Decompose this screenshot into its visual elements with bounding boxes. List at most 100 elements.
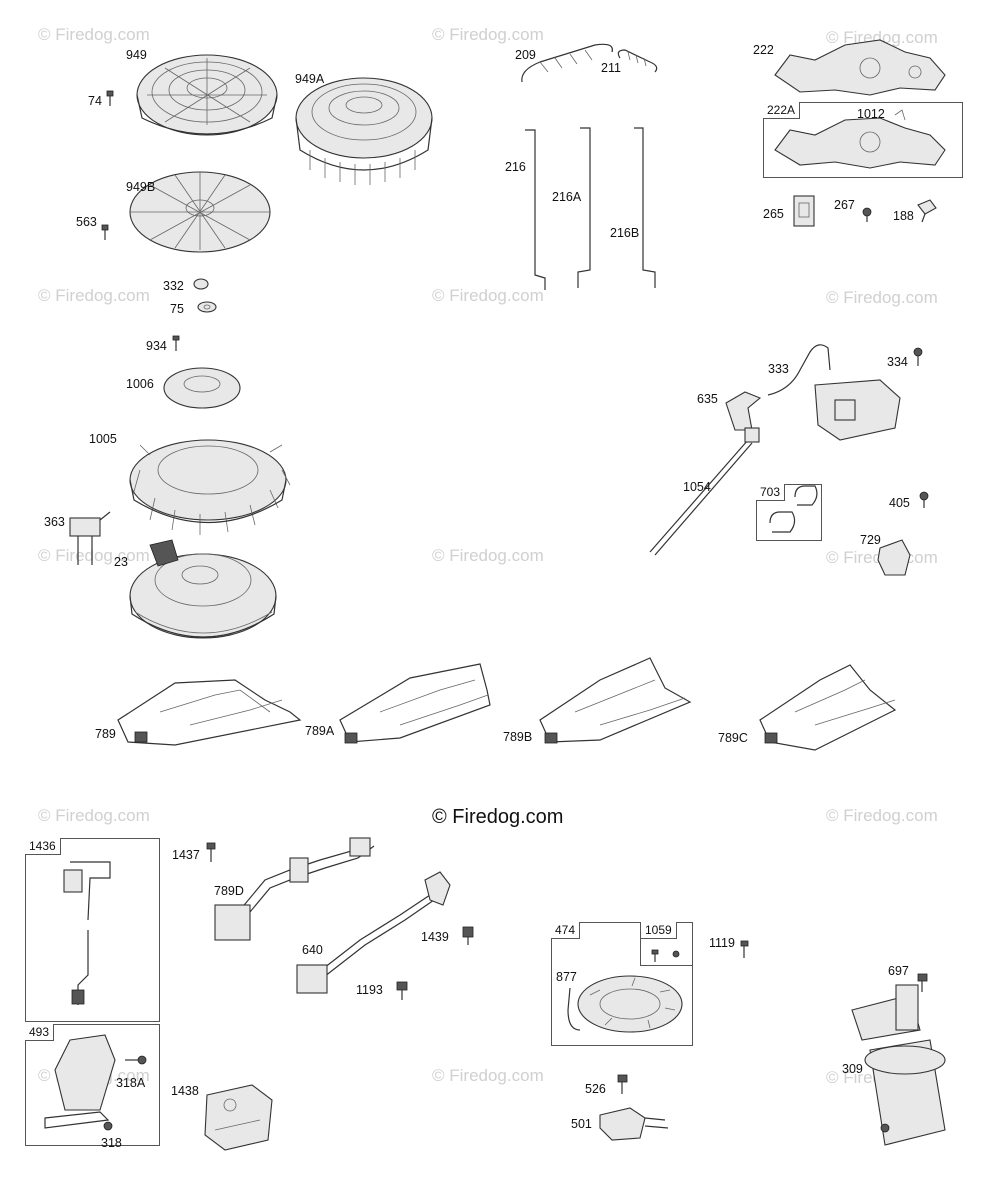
watermark: © Firedog.com — [38, 546, 150, 565]
part-318-illustration — [103, 1121, 113, 1131]
part-697-illustration — [917, 973, 928, 992]
part-label-1119: 1119 — [709, 936, 735, 950]
part-216B-illustration — [634, 127, 656, 288]
part-1193-illustration — [396, 981, 408, 1000]
part-label-1439: 1439 — [421, 930, 449, 944]
part-334-illustration — [913, 347, 923, 366]
part-label-635: 635 — [697, 392, 718, 406]
part-211-illustration — [617, 49, 658, 73]
part-label-1437: 1437 — [172, 848, 200, 862]
part-23-illustration — [129, 539, 277, 639]
part-1438-illustration — [204, 1084, 273, 1151]
part-label-949B: 949B — [126, 180, 156, 194]
part-729-illustration — [877, 539, 911, 576]
part-74-illustration — [106, 90, 114, 106]
part-label-789B: 789B — [503, 730, 533, 744]
part-label-216A: 216A — [552, 190, 582, 204]
part-332-illustration — [193, 278, 209, 290]
part-label-74: 74 — [88, 94, 102, 108]
part-label-211: 211 — [601, 61, 621, 75]
part-789-illustration — [117, 679, 302, 746]
part-label-318: 318 — [101, 1136, 122, 1150]
part-label-363: 363 — [44, 515, 65, 529]
part-label-1438: 1438 — [171, 1084, 199, 1098]
part-1436-illustration — [63, 861, 111, 1005]
part-789D-illustration — [214, 837, 375, 941]
watermark: © Firedog.com — [826, 806, 938, 825]
copyright-text: © Firedog.com — [432, 806, 564, 828]
part-405-illustration — [919, 491, 929, 508]
part-label-640: 640 — [302, 943, 323, 957]
part-label-75: 75 — [170, 302, 184, 316]
part-box-222A — [763, 102, 963, 178]
part-1054-illustration — [649, 427, 760, 556]
box-label-1436: 1436 — [25, 838, 61, 855]
part-640-illustration — [296, 871, 451, 994]
part-318A-illustration — [125, 1055, 147, 1065]
box-label-703: 703 — [756, 484, 786, 501]
part-label-216B: 216B — [610, 226, 640, 240]
watermark: © Firedog.com — [432, 546, 544, 565]
part-label-188: 188 — [893, 209, 914, 223]
part-949A-illustration — [295, 77, 433, 185]
part-label-334: 334 — [887, 355, 908, 369]
part-1119-illustration — [740, 940, 749, 958]
part-label-222: 222 — [753, 43, 774, 57]
part-label-1012: 1012 — [857, 107, 885, 121]
part-label-1006: 1006 — [126, 377, 154, 391]
part-501-illustration — [599, 1107, 669, 1141]
part-box-493 — [25, 1024, 160, 1146]
part-75-illustration — [197, 301, 217, 313]
part-703-illustration — [769, 485, 818, 533]
watermark: © Firedog.com — [38, 806, 150, 825]
part-box-474 — [551, 922, 693, 1046]
part-934-illustration — [172, 335, 180, 351]
part-label-789C: 789C — [718, 731, 748, 745]
part-label-526: 526 — [585, 1082, 606, 1096]
part-label-697: 697 — [888, 964, 909, 978]
watermark: © Firedog.com — [432, 25, 544, 44]
part-label-332: 332 — [163, 279, 184, 293]
part-label-318A: 318A — [116, 1076, 146, 1090]
part-label-877: 877 — [556, 970, 577, 984]
watermark: © Firedog.com — [432, 1066, 544, 1085]
part-789A-illustration — [339, 663, 491, 744]
part-333-illustration — [767, 344, 901, 441]
part-label-789D: 789D — [214, 884, 244, 898]
part-label-934: 934 — [146, 339, 167, 353]
part-949B-illustration — [129, 171, 271, 253]
part-309-illustration — [851, 984, 946, 1146]
part-label-501: 501 — [571, 1117, 592, 1131]
part-216-illustration — [525, 129, 546, 290]
part-label-1005: 1005 — [89, 432, 117, 446]
box-label-222A: 222A — [763, 102, 801, 119]
part-label-267: 267 — [834, 198, 855, 212]
box-label-474: 474 — [551, 922, 581, 939]
part-563-illustration — [101, 224, 109, 240]
part-label-789: 789 — [95, 727, 116, 741]
part-877-illustration — [567, 975, 683, 1033]
part-1059-illustration — [651, 949, 680, 962]
watermark: © Firedog.com — [38, 25, 150, 44]
part-label-949: 949 — [126, 48, 147, 62]
part-label-1054: 1054 — [683, 480, 711, 494]
watermark: © Firedog.com — [826, 28, 938, 47]
part-label-309: 309 — [842, 1062, 863, 1076]
watermark: © Firedog.com — [432, 286, 544, 305]
part-1006-illustration — [163, 367, 241, 409]
part-493-illustration — [44, 1034, 116, 1129]
part-1437-illustration — [206, 842, 216, 862]
box-label-1059: 1059 — [640, 922, 677, 939]
part-label-563: 563 — [76, 215, 97, 229]
part-label-265: 265 — [763, 207, 784, 221]
part-789B-illustration — [539, 657, 692, 744]
part-526-illustration — [617, 1074, 628, 1094]
part-188-illustration — [917, 199, 937, 223]
part-label-216: 216 — [505, 160, 526, 174]
watermark: © Firedog.com — [38, 286, 150, 305]
part-label-949A: 949A — [295, 72, 325, 86]
part-265-illustration — [793, 195, 815, 227]
part-363-illustration — [69, 511, 111, 565]
